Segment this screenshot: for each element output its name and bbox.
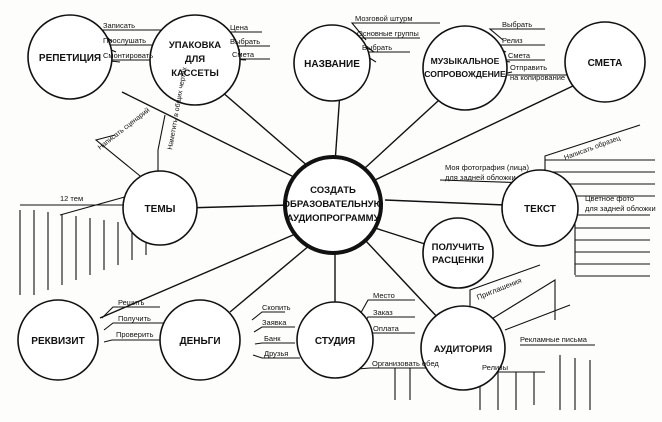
spoke-nazvanie	[334, 91, 341, 164]
branch-vybrat-upakovka: Выбрать	[230, 37, 260, 46]
branch-napisat-obrazets: Написать образец	[563, 134, 622, 162]
center-label-line-2: ОБРАЗОВАТЕЛЬНУЮ	[283, 199, 384, 210]
center-label-line-3: АУДИОПРОГРАММУ	[287, 213, 380, 224]
branch-12-tem: 12 тем	[60, 194, 83, 203]
node-label-nazvanie: НАЗВАНИЕ	[304, 59, 360, 70]
node-label-auditoriya: АУДИТОРИЯ	[434, 344, 493, 355]
node-labels: РЕПЕТИЦИЯ УПАКОВКА ДЛЯ КАССЕТЫ НАЗВАНИЕ …	[31, 40, 622, 355]
node-label-smeta: СМЕТА	[588, 58, 623, 69]
branch-vybrat-nazvanie: Выбрать	[362, 43, 392, 52]
branch-mesto: Место	[373, 291, 395, 300]
node-label-raschenki-2: РАСЦЕНКИ	[432, 255, 484, 266]
node-circle-studiya	[296, 301, 374, 379]
branch-bank: Банк	[264, 334, 281, 343]
branch-zakaz: Заказ	[373, 308, 393, 317]
node-circle-auditoriya	[420, 305, 506, 391]
node-circle-tekst	[501, 169, 579, 247]
spoke-tekst	[384, 199, 506, 206]
branch-poluchit: Получить	[118, 314, 151, 323]
node-circle-smeta	[564, 21, 646, 103]
node-label-muzyka-2: СОПРОВОЖДЕНИЕ	[424, 69, 506, 79]
branch-skopit: Скопить	[262, 303, 291, 312]
node-label-upakovka-2: ДЛЯ	[185, 54, 205, 65]
spoke-muzyka	[364, 89, 451, 169]
spokes	[99, 84, 576, 321]
node-circle-rekvizit	[17, 299, 99, 381]
spoke-auditoriya	[364, 239, 441, 321]
branch-smontirovat: Смонтировать	[103, 51, 153, 60]
node-label-upakovka-3: КАССЕТЫ	[171, 68, 219, 79]
spoke-smeta	[374, 84, 576, 181]
node-label-studiya: СТУДИЯ	[315, 336, 355, 347]
node-label-tekst: ТЕКСТ	[524, 204, 556, 215]
node-label-dengi: ДЕНЬГИ	[179, 336, 220, 347]
node-circle-repetitsiya	[27, 14, 113, 100]
branch-zapisat: Записать	[103, 21, 135, 30]
node-label-rekvizit: РЕКВИЗИТ	[31, 336, 84, 347]
branch-smeta-upakovka: Смета	[232, 50, 255, 59]
spoke-temy	[184, 204, 291, 209]
center-label-line-1: СОЗДАТЬ	[310, 185, 356, 196]
spoke-repetitsiya	[121, 91, 301, 181]
branch-reshit: Решить	[118, 298, 144, 307]
branch-osnovnye-gruppy: Основные группы	[357, 29, 419, 38]
node-circle-temy	[122, 170, 198, 246]
branch-otpravit: Отправить	[510, 63, 547, 72]
branch-druzya: Друзья	[264, 349, 288, 358]
branch-vybrat-muzyka: Выбрать	[502, 20, 532, 29]
branch-proverit: Проверить	[116, 330, 154, 339]
branch-moya-foto-2: для задней обложки	[445, 173, 516, 182]
branch-zayavka: Заявка	[262, 318, 287, 327]
branch-proslushat: Прослушать	[103, 36, 146, 45]
spoke-rekvizit	[99, 231, 301, 319]
branch-tsvetnoe-foto: Цветное фото	[585, 194, 634, 203]
branch-tsvetnoe-foto-2: для задней обложки	[585, 204, 656, 213]
branch-relizy: Релизы	[482, 363, 508, 372]
node-circles	[17, 14, 646, 391]
branch-reliz: Релиз	[502, 36, 523, 45]
spoke-raschenki	[374, 227, 429, 246]
branch-reklamnye-pisma: Рекламные письма	[520, 335, 588, 344]
branch-na-kopirovanie: на копирование	[510, 73, 565, 82]
node-circle-muzyka	[422, 25, 508, 111]
node-circle-upakovka	[149, 14, 241, 106]
center-circle	[283, 155, 383, 255]
node-circle-dengi	[159, 299, 241, 381]
branch-tsena: Цена	[230, 23, 249, 32]
node-label-muzyka-1: МУЗЫКАЛЬНОЕ	[431, 56, 500, 66]
branch-smeta-muzyka: Смета	[508, 51, 531, 60]
branch-mozgovoy-shturm: Мозговой штурм	[355, 14, 412, 23]
branch-oplata: Оплата	[373, 324, 400, 333]
branch-napisat-stsenariy: Написать сценарий	[96, 106, 151, 151]
branch-moya-foto: Моя фотография (лица)	[445, 163, 529, 172]
node-label-temy: ТЕМЫ	[145, 204, 176, 215]
node-label-upakovka-1: УПАКОВКА	[169, 40, 221, 51]
center-label: СОЗДАТЬ ОБРАЗОВАТЕЛЬНУЮ АУДИОПРОГРАММУ	[283, 185, 384, 224]
node-label-repetitsiya: РЕПЕТИЦИЯ	[39, 53, 101, 64]
spoke-upakovka	[213, 84, 311, 169]
node-label-raschenki-1: ПОЛУЧИТЬ	[432, 242, 485, 253]
node-circle-nazvanie	[293, 24, 371, 102]
branch-organizovat-obed: Организовать обед	[372, 359, 439, 368]
spoke-dengi	[229, 244, 311, 313]
node-circle-raschenki	[422, 217, 494, 289]
